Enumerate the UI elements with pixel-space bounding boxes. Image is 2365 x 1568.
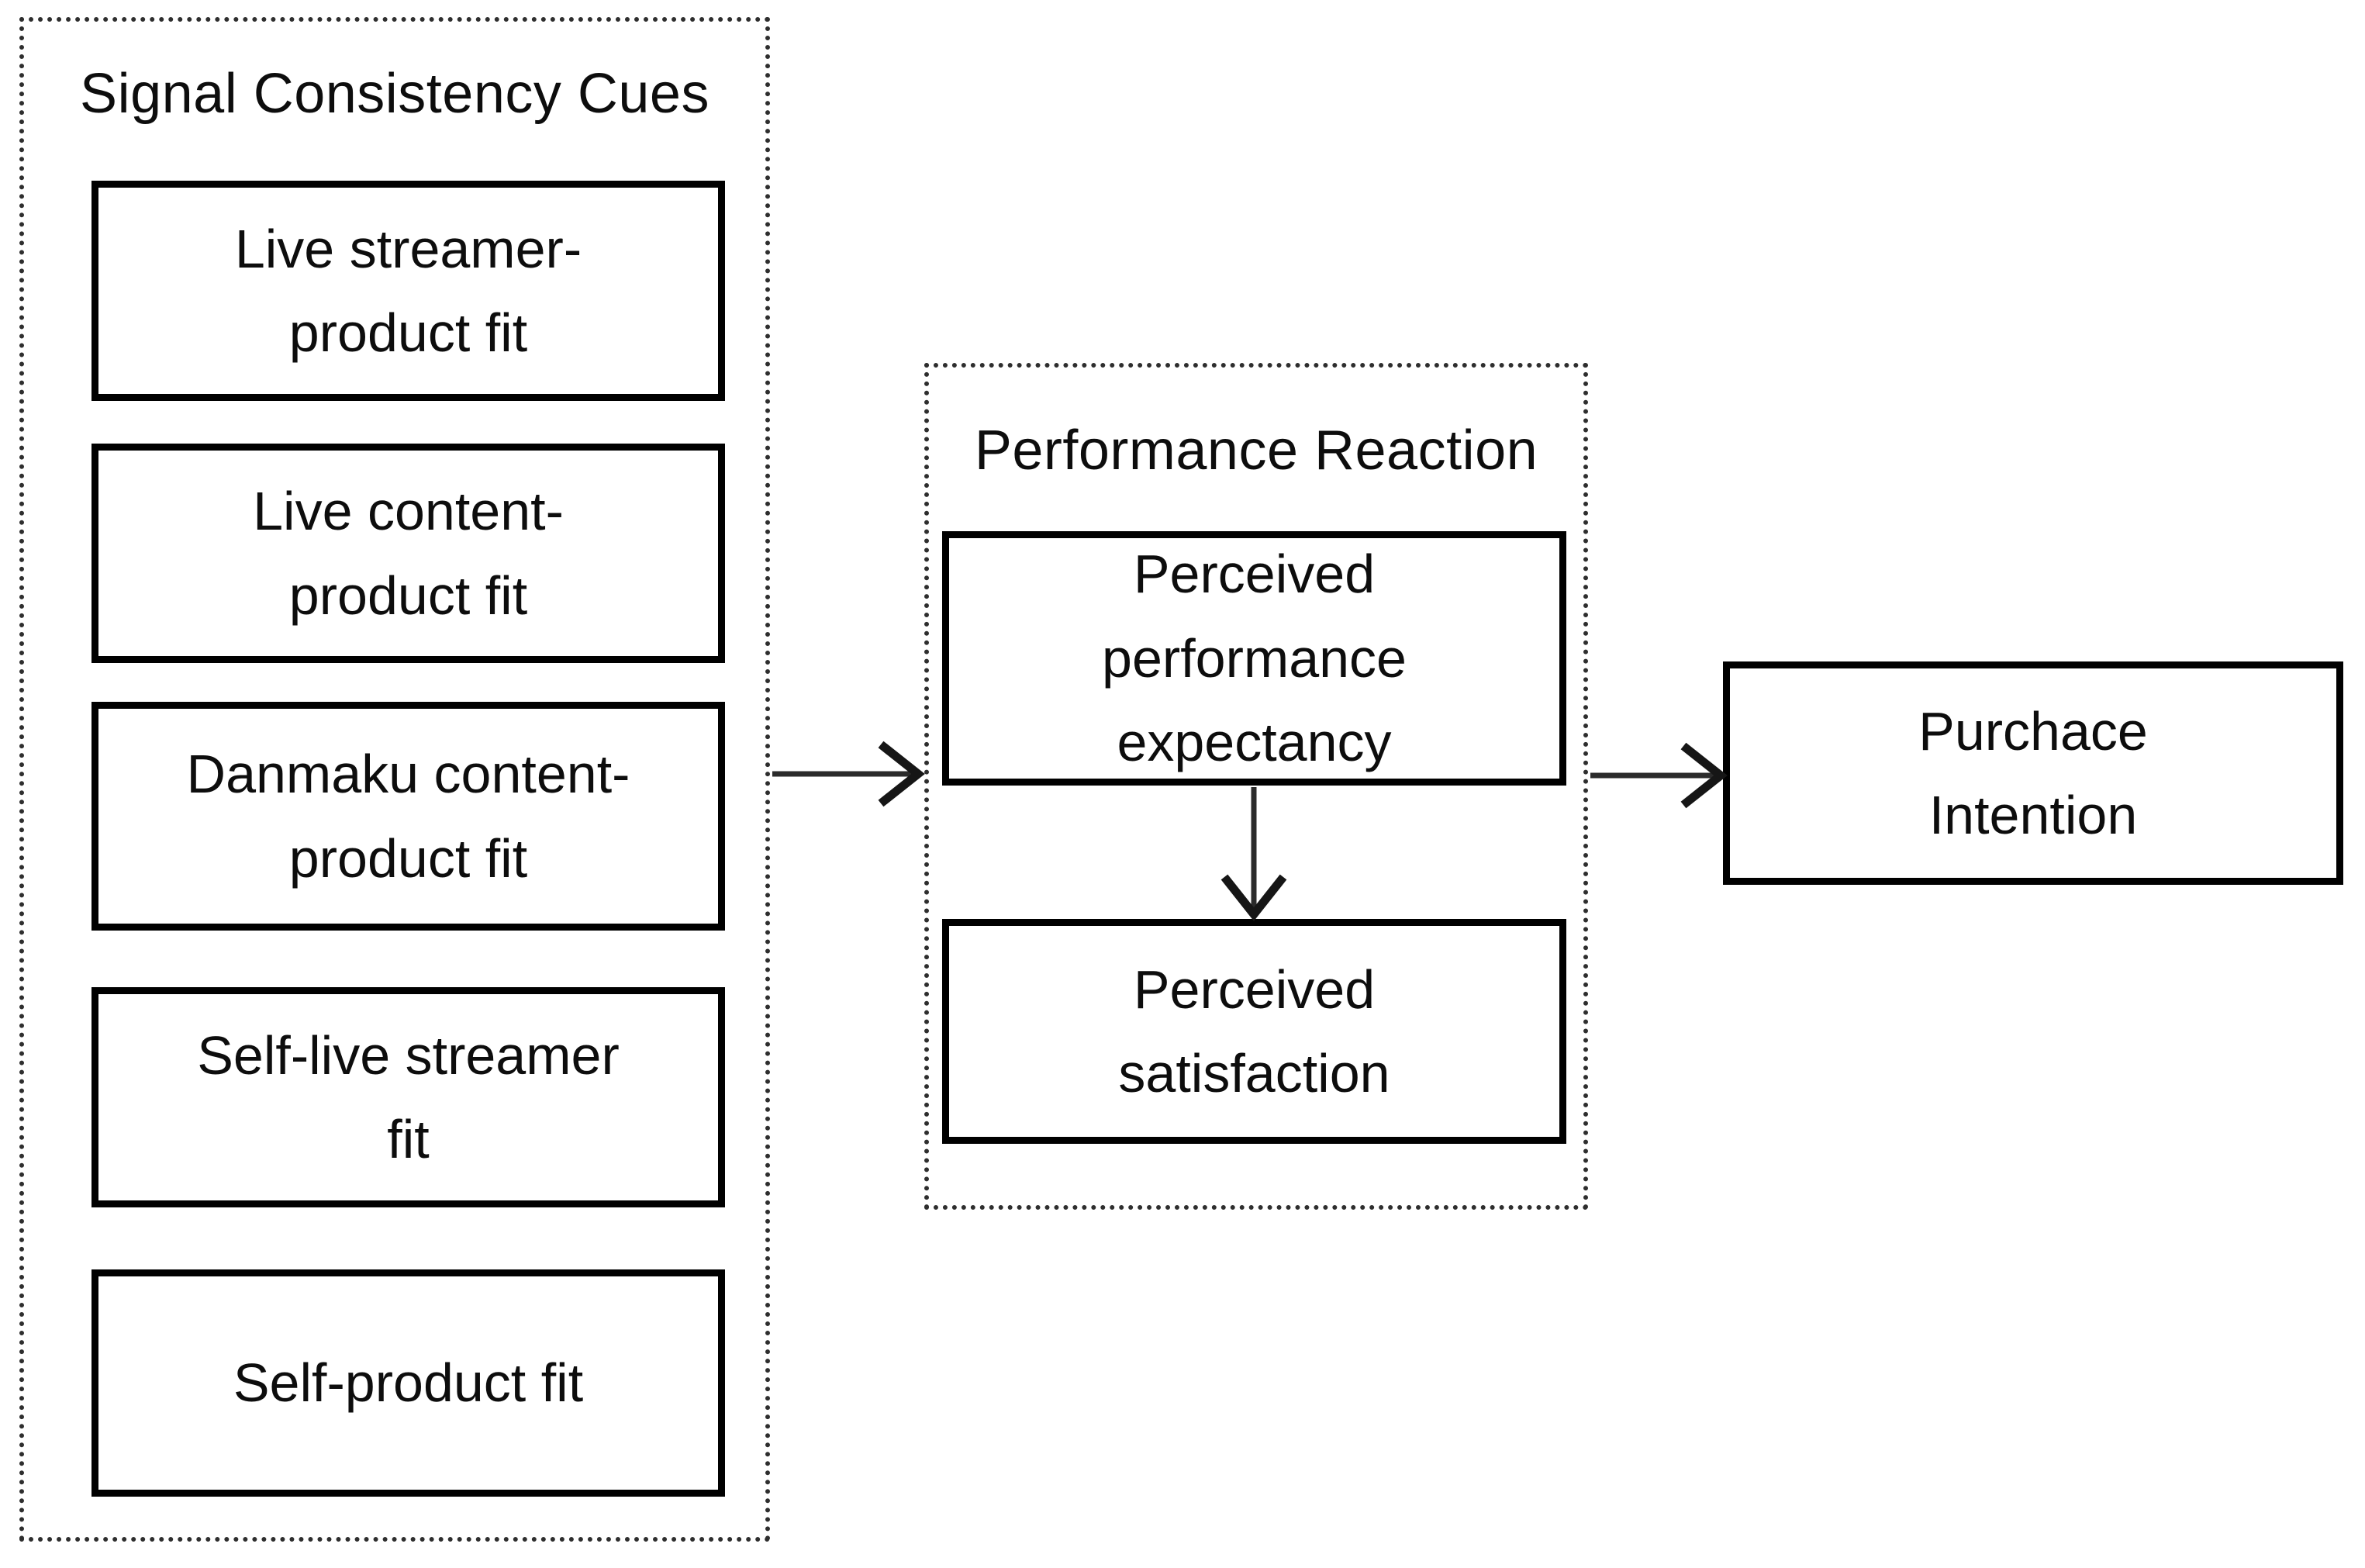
node-label-line: expectancy	[1117, 712, 1392, 773]
node-live-streamer-product-fit: Live streamer- product fit	[91, 181, 725, 401]
node-label-line: Self-live streamer	[197, 1024, 620, 1086]
performance-reaction-title: Performance Reaction	[974, 420, 1538, 482]
node-label-line: product fit	[288, 827, 528, 889]
arrow-performance-reaction-to-purchase-intention	[1590, 742, 1728, 809]
node-label-line: Self-product fit	[233, 1352, 584, 1414]
node-label-line: Danmaku content-	[186, 744, 630, 804]
arrow-cues-to-performance-reaction	[772, 741, 925, 807]
node-label-line: performance	[1102, 627, 1407, 689]
node-label-line: Perceived	[1133, 544, 1376, 605]
node-self-product-fit: Self-product fit	[91, 1269, 725, 1497]
node-purchase-intention: Purchace Intention	[1723, 661, 2343, 885]
node-label-line: satisfaction	[1118, 1043, 1390, 1103]
node-perceived-satisfaction: Perceived satisfaction	[942, 919, 1566, 1144]
node-label-line: Live streamer-	[234, 218, 582, 279]
node-perceived-performance-expectancy: Perceived performance expectancy	[942, 531, 1566, 786]
node-self-live-streamer-fit: Self-live streamer fit	[91, 987, 725, 1207]
node-label-line: Intention	[1928, 785, 2138, 845]
node-label-line: product fit	[288, 565, 528, 626]
signal-consistency-cues-group	[19, 17, 770, 1542]
node-danmaku-content-product-fit: Danmaku content- product fit	[91, 702, 725, 931]
node-label-line: product fit	[288, 302, 528, 363]
signal-consistency-cues-title: Signal Consistency Cues	[80, 63, 710, 125]
node-live-content-product-fit: Live content- product fit	[91, 444, 725, 663]
performance-reaction-group	[924, 363, 1588, 1210]
node-label-line: fit	[387, 1109, 430, 1169]
node-label-line: Live content-	[253, 481, 564, 541]
node-label-line: Purchace	[1918, 700, 2148, 762]
node-label-line: Perceived	[1133, 958, 1376, 1020]
